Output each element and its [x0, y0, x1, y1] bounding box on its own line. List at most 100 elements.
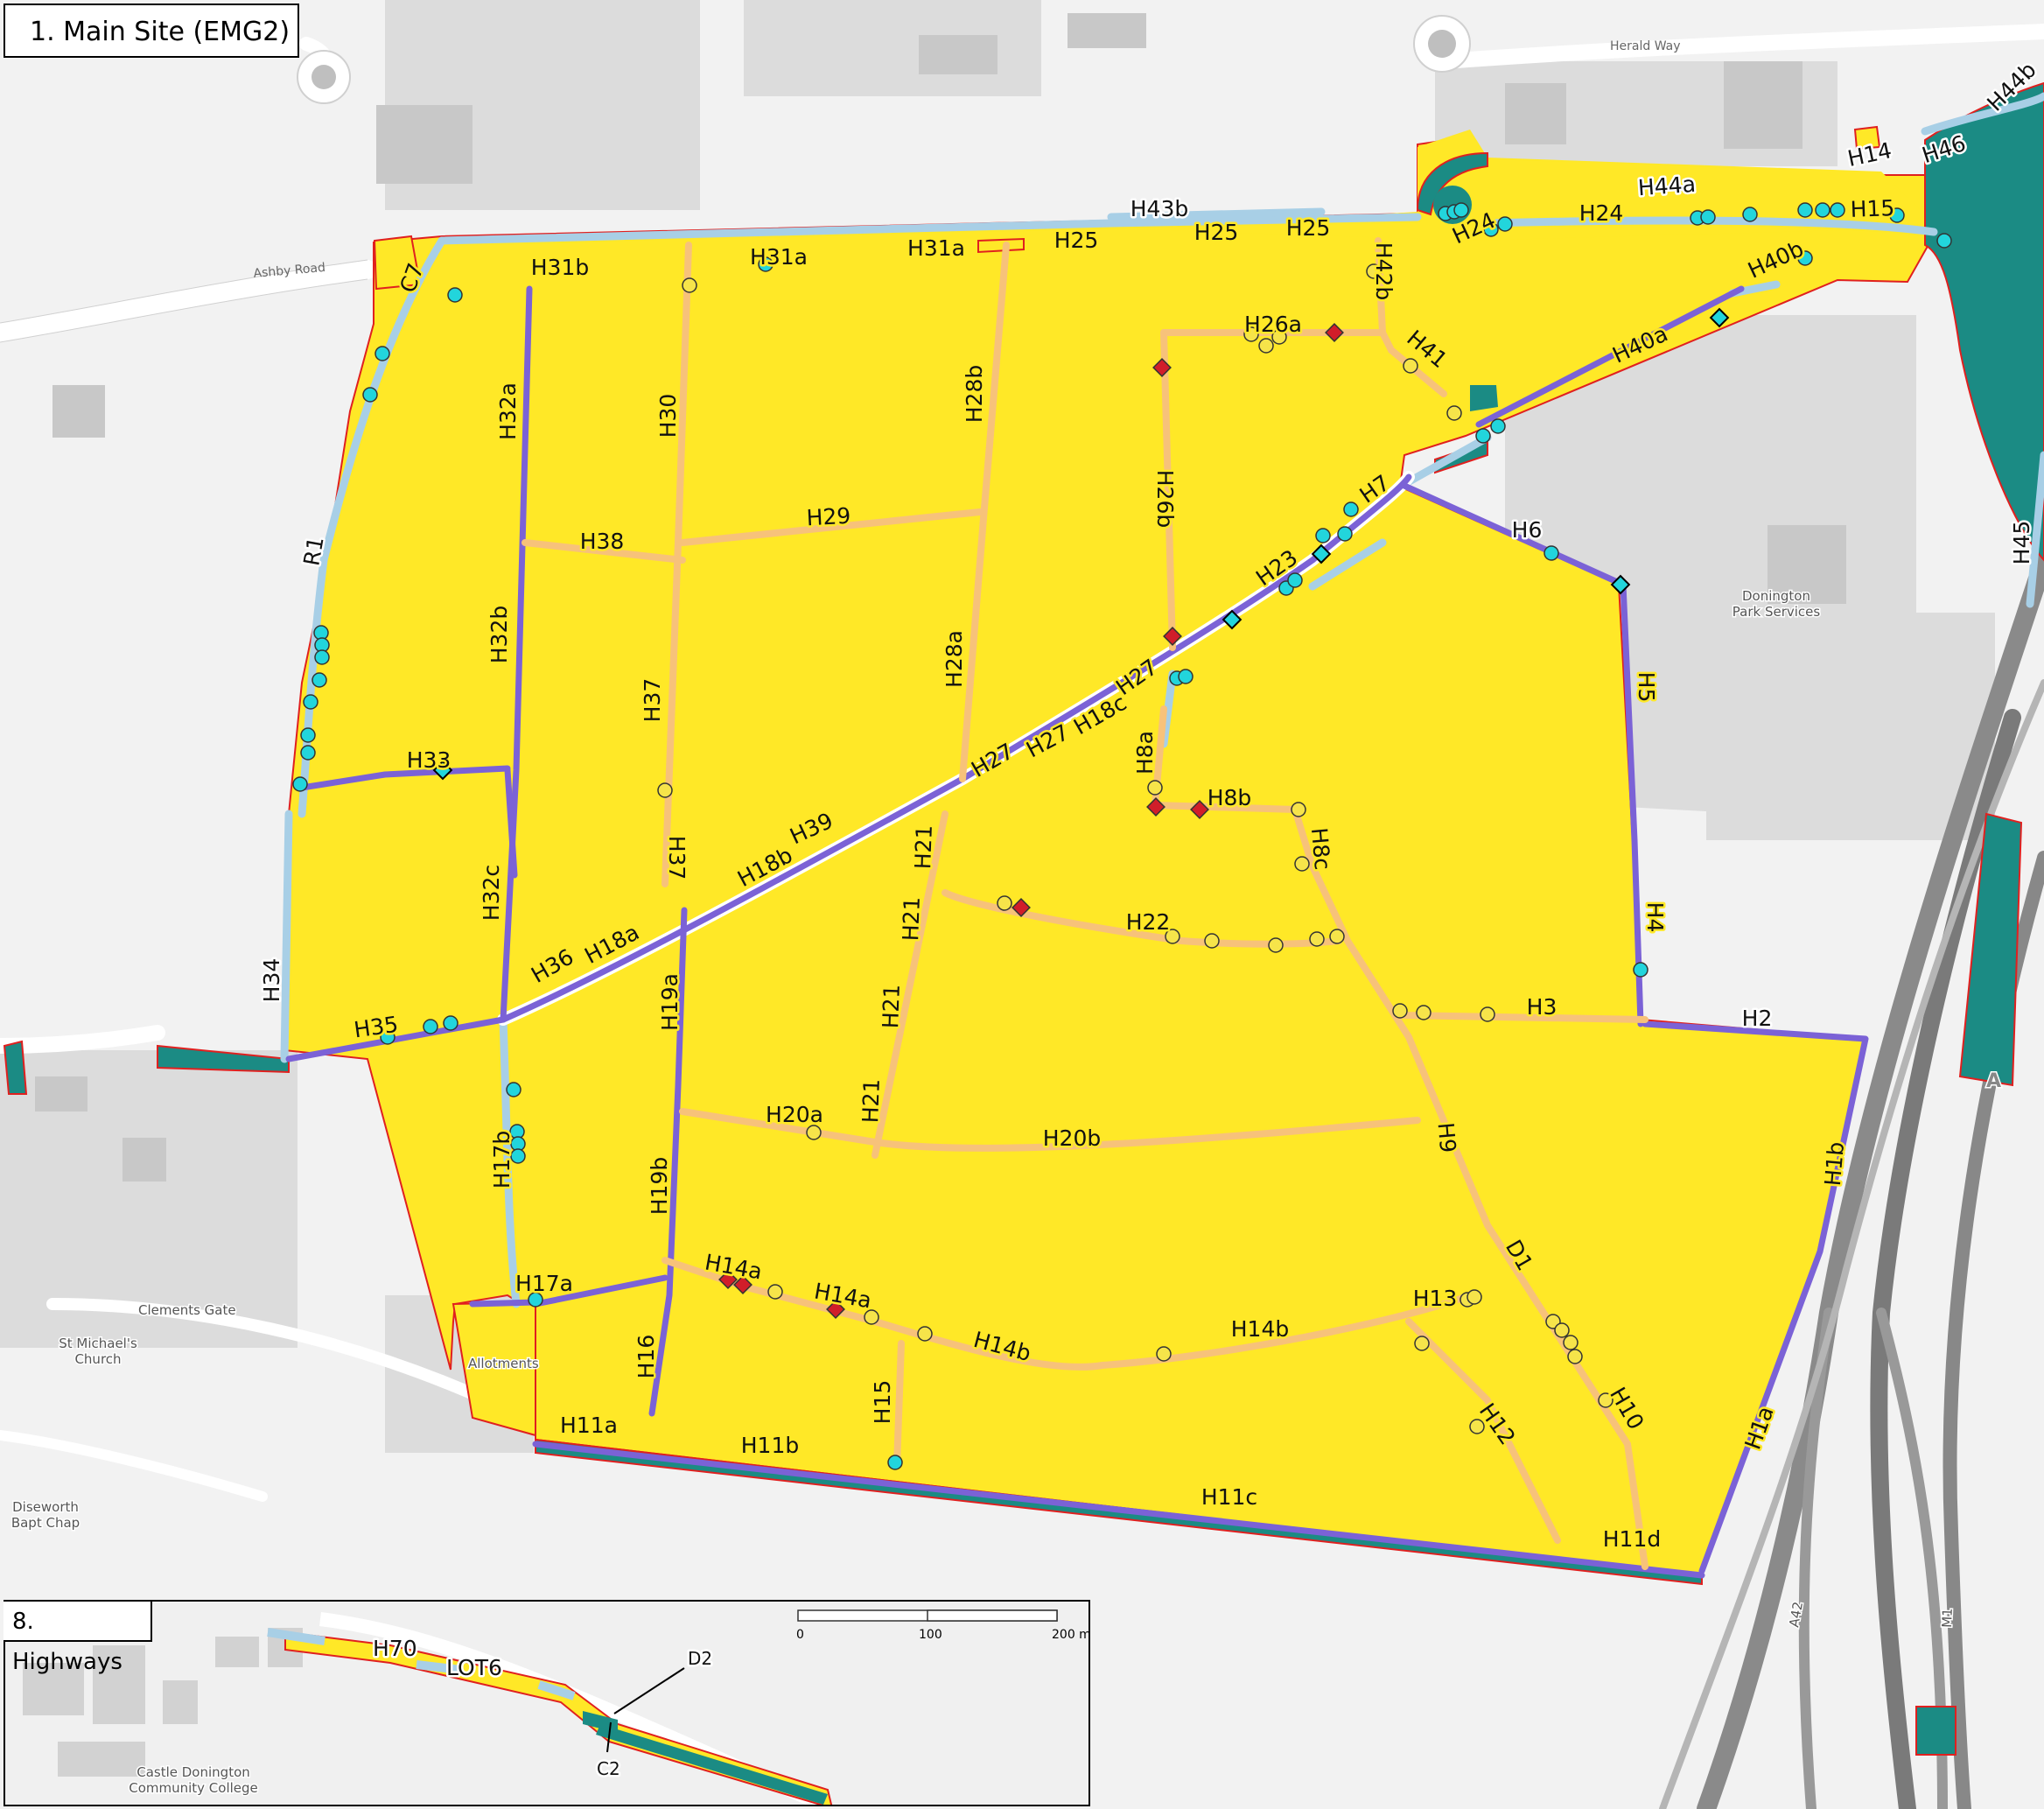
segment-label-h34: H34	[259, 958, 284, 1003]
segment-label-h5: H5	[1634, 672, 1659, 703]
segment-label-h26a: H26a	[1244, 312, 1302, 337]
inset-label-d2: D2	[688, 1648, 712, 1669]
segment-label-h8c: H8c	[1306, 826, 1335, 871]
red-diamond-markers	[718, 323, 1344, 1319]
roundabout-centres	[312, 30, 1456, 89]
segment-label-h31b: H31b	[531, 255, 589, 280]
segment-label-h8b: H8b	[1208, 785, 1252, 810]
segment-label-h11b: H11b	[741, 1433, 799, 1458]
inset-label-lot6: LOT6	[446, 1655, 502, 1680]
segment-label-h8a: H8a	[1132, 731, 1158, 775]
place-label-ashby-road: Ashby Road	[253, 261, 326, 281]
segment-label-h28a: H28a	[942, 630, 967, 688]
inset-panel-title: 8. Highways	[4, 1602, 152, 1675]
segment-label-h44a: H44a	[1637, 172, 1697, 201]
segment-label-h32a: H32a	[495, 382, 521, 440]
site-area-north-strip	[1138, 130, 1938, 241]
segment-label-h38: H38	[580, 529, 625, 554]
inset-route-3	[537, 1680, 576, 1700]
segment-label-h11a: H11a	[560, 1413, 618, 1438]
place-label-a42: A42	[1786, 1601, 1806, 1629]
segment-label-h32b: H32b	[486, 606, 512, 663]
segment-label-h14b_2: H14b	[1231, 1316, 1289, 1342]
site-tab-h14	[1853, 125, 1881, 151]
segment-label-h15_top: H15	[1850, 195, 1895, 222]
place-label-herald-way: Herald Way	[1610, 39, 1681, 53]
scalebar: 0 100 200 m	[796, 1609, 1090, 1642]
segment-label-h29: H29	[806, 503, 851, 531]
scalebar-tick-0: 0	[796, 1628, 804, 1642]
segment-label-h22: H22	[1126, 909, 1171, 935]
segment-label-h31a_1: H31a	[750, 244, 808, 270]
segment-label-h19a: H19a	[657, 973, 682, 1031]
segment-label-h26b: H26b	[1152, 470, 1178, 528]
segment-label-h17b: H17b	[489, 1131, 514, 1188]
place-label-a: A	[1986, 1070, 2001, 1092]
segment-label-h37_1: H37	[640, 678, 665, 723]
segment-label-h32c: H32c	[479, 865, 504, 921]
segment-label-r1: R1	[298, 535, 328, 568]
purple-routes	[285, 285, 1869, 1579]
segment-label-h2: H2	[1742, 1006, 1773, 1031]
inset-label-c2: C2	[597, 1758, 620, 1779]
yellow-markers	[657, 263, 1614, 1434]
segment-label-h17a: H17a	[515, 1271, 573, 1296]
segment-label-h37_2: H37	[664, 836, 690, 880]
segment-label-h30: H30	[655, 394, 681, 438]
segment-label-h20a: H20a	[766, 1102, 823, 1127]
inset-leader-c2	[606, 1721, 612, 1753]
segment-label-h20b: H20b	[1043, 1125, 1101, 1151]
segment-label-h15: H15	[870, 1380, 895, 1425]
segment-label-h21_1: H21	[910, 824, 937, 870]
segment-label-h4: H4	[1642, 902, 1668, 933]
segment-label-h16: H16	[634, 1335, 659, 1379]
cyan-diamond-markers	[432, 307, 1730, 781]
segment-label-h25_2: H25	[1194, 220, 1239, 245]
inset-teal	[596, 1724, 828, 1805]
main-panel-title: 1. Main Site (EMG2)	[4, 4, 299, 58]
inset-route-1	[267, 1628, 326, 1645]
segment-label-h31a_2: H31a	[907, 235, 965, 261]
segment-label-h11d: H11d	[1603, 1526, 1661, 1552]
segment-label-h21_4: H21	[858, 1078, 885, 1124]
inset-teal-2	[583, 1711, 618, 1733]
segment-label-h1b: H1b	[1820, 1140, 1849, 1187]
scalebar-tick-200: 200 m	[1052, 1628, 1090, 1642]
segment-label-h45: H45	[2009, 521, 2034, 565]
inset-buildings	[23, 1628, 303, 1777]
segment-label-h9: H9	[1433, 1121, 1461, 1153]
segment-label-h42b: H42b	[1371, 242, 1396, 300]
segment-label-h25_1: H25	[1054, 228, 1099, 253]
place-label-clements-gate: Clements Gate	[138, 1302, 236, 1318]
segment-label-h25_3: H25	[1286, 215, 1331, 241]
segment-label-h6: H6	[1512, 517, 1543, 543]
cyan-markers	[292, 202, 1952, 1470]
segment-label-h28b: H28b	[962, 365, 987, 423]
segment-label-h13: H13	[1413, 1286, 1458, 1311]
inset-leader-d2	[613, 1667, 685, 1714]
segment-label-h21_2: H21	[898, 896, 925, 942]
segment-label-h3: H3	[1527, 994, 1558, 1020]
buildings	[35, 13, 1846, 1181]
scalebar-tick-100: 100	[919, 1628, 942, 1642]
inset-label-h70: H70	[373, 1636, 417, 1661]
teal-pond	[1470, 385, 1498, 411]
place-label-allotments: Allotments	[468, 1356, 539, 1371]
basemap-road-outlines	[0, 259, 368, 343]
segment-label-h43b: H43b	[1130, 196, 1188, 221]
lightblue-routes	[280, 92, 2044, 1308]
segment-label-h33: H33	[407, 747, 452, 773]
site-tab-h31a	[977, 237, 1025, 254]
place-label-m1: M1	[1939, 1608, 1956, 1628]
segment-label-h19b: H19b	[647, 1157, 672, 1215]
inset-route-2	[416, 1660, 461, 1674]
segment-label-h21_3: H21	[878, 984, 905, 1029]
segment-label-h11c: H11c	[1201, 1484, 1257, 1510]
